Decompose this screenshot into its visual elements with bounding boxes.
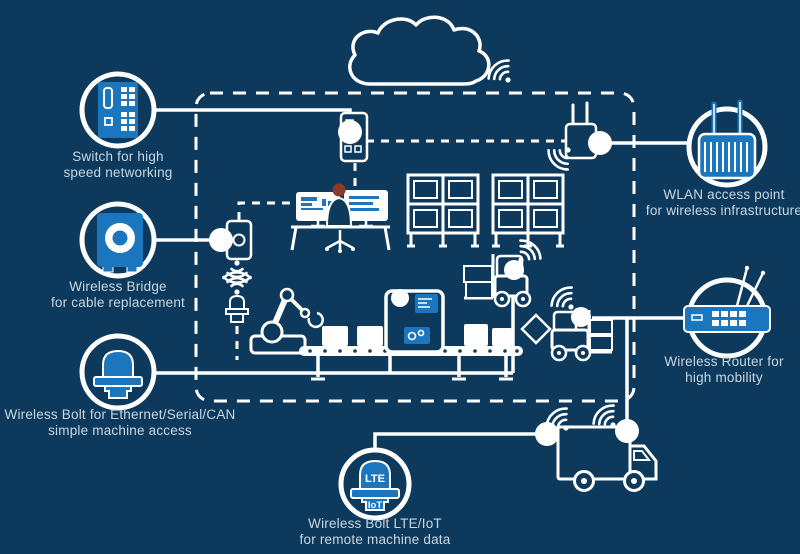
wlan-ap-label-line1: WLAN access point bbox=[663, 187, 784, 202]
robot-gripper bbox=[307, 311, 324, 329]
bridge-label-line2: for cable replacement bbox=[51, 295, 185, 310]
router-label-line1: Wireless Router for bbox=[664, 354, 784, 369]
iot-badge: IoT bbox=[368, 500, 382, 511]
node-wireless-router: Wireless Router for high mobility bbox=[664, 265, 784, 385]
node-dot-uplink bbox=[338, 120, 362, 144]
operator-workstation bbox=[290, 183, 391, 253]
bolt-label-line2: simple machine access bbox=[48, 423, 192, 438]
cabinet-node-dot bbox=[391, 289, 409, 307]
node-wireless-bridge: Wireless Bridge for cable replacement bbox=[51, 201, 185, 310]
node-dot-truck-left bbox=[535, 422, 559, 446]
monitor-right-content bbox=[349, 196, 379, 211]
conveyor-box bbox=[464, 324, 488, 346]
node-switch: Switch for high speed networking bbox=[63, 71, 172, 180]
robot-arm bbox=[249, 287, 324, 355]
node-wireless-bolt: Wireless Bolt for Ethernet/Serial/CAN si… bbox=[5, 333, 236, 438]
node-dot-bridge bbox=[209, 228, 233, 252]
cloud-icon bbox=[348, 15, 491, 86]
wireless-bridge-icon bbox=[97, 213, 143, 273]
delivery-truck bbox=[556, 425, 658, 492]
conveyor-box bbox=[492, 328, 512, 346]
conveyor-box bbox=[357, 326, 383, 346]
lte-bolt-label-line2: for remote machine data bbox=[300, 532, 451, 547]
node-dot-forklift2 bbox=[571, 307, 591, 327]
node-dot-forklift1 bbox=[504, 260, 524, 280]
wireless-bolt-lte-iot-icon: LTE IoT bbox=[350, 459, 400, 511]
switch-label-line1: Switch for high bbox=[72, 149, 164, 164]
storage-rack-left bbox=[406, 173, 480, 248]
package-diamond bbox=[520, 313, 552, 345]
desk bbox=[290, 225, 391, 251]
conveyor-box bbox=[322, 326, 348, 346]
storage-rack-right bbox=[491, 173, 565, 248]
wired-links bbox=[152, 108, 690, 451]
node-dot-truck-right bbox=[615, 419, 639, 443]
node-dot-antenna bbox=[588, 131, 612, 155]
dashed-links bbox=[235, 139, 566, 360]
forklift-2 bbox=[550, 310, 613, 362]
bolt-label-line1: Wireless Bolt for Ethernet/Serial/CAN bbox=[5, 407, 236, 422]
wlan-ap-label-line2: for wireless infrastructure bbox=[646, 203, 800, 218]
network-node-dots bbox=[209, 120, 639, 446]
bridge-label-line1: Wireless Bridge bbox=[69, 279, 167, 294]
wireless-router-icon bbox=[683, 265, 771, 333]
truck-window bbox=[633, 450, 652, 461]
link-lte-bolt-to-truck bbox=[373, 432, 537, 451]
router-label-line2: high mobility bbox=[685, 370, 763, 385]
machine-bolt-device bbox=[225, 294, 249, 323]
wlan-access-point-icon bbox=[697, 99, 757, 180]
node-wlan-access-point: WLAN access point for wireless infrastru… bbox=[646, 99, 800, 218]
switch-label-line2: speed networking bbox=[63, 165, 172, 180]
control-cabinet bbox=[384, 289, 445, 354]
lte-bolt-label-line1: Wireless Bolt LTE/IoT bbox=[308, 516, 442, 531]
node-wireless-bolt-lte-iot: LTE IoT Wireless Bolt LTE/IoT for remote… bbox=[300, 447, 451, 547]
lte-badge: LTE bbox=[365, 473, 385, 485]
wireless-bolt-icon bbox=[93, 349, 143, 399]
monitor-left-content bbox=[301, 197, 332, 210]
operator-body bbox=[325, 196, 353, 227]
dashed-bridge-to-desk bbox=[237, 201, 292, 220]
chair bbox=[326, 230, 354, 250]
switch-icon bbox=[98, 82, 138, 138]
operator-head bbox=[332, 183, 346, 197]
